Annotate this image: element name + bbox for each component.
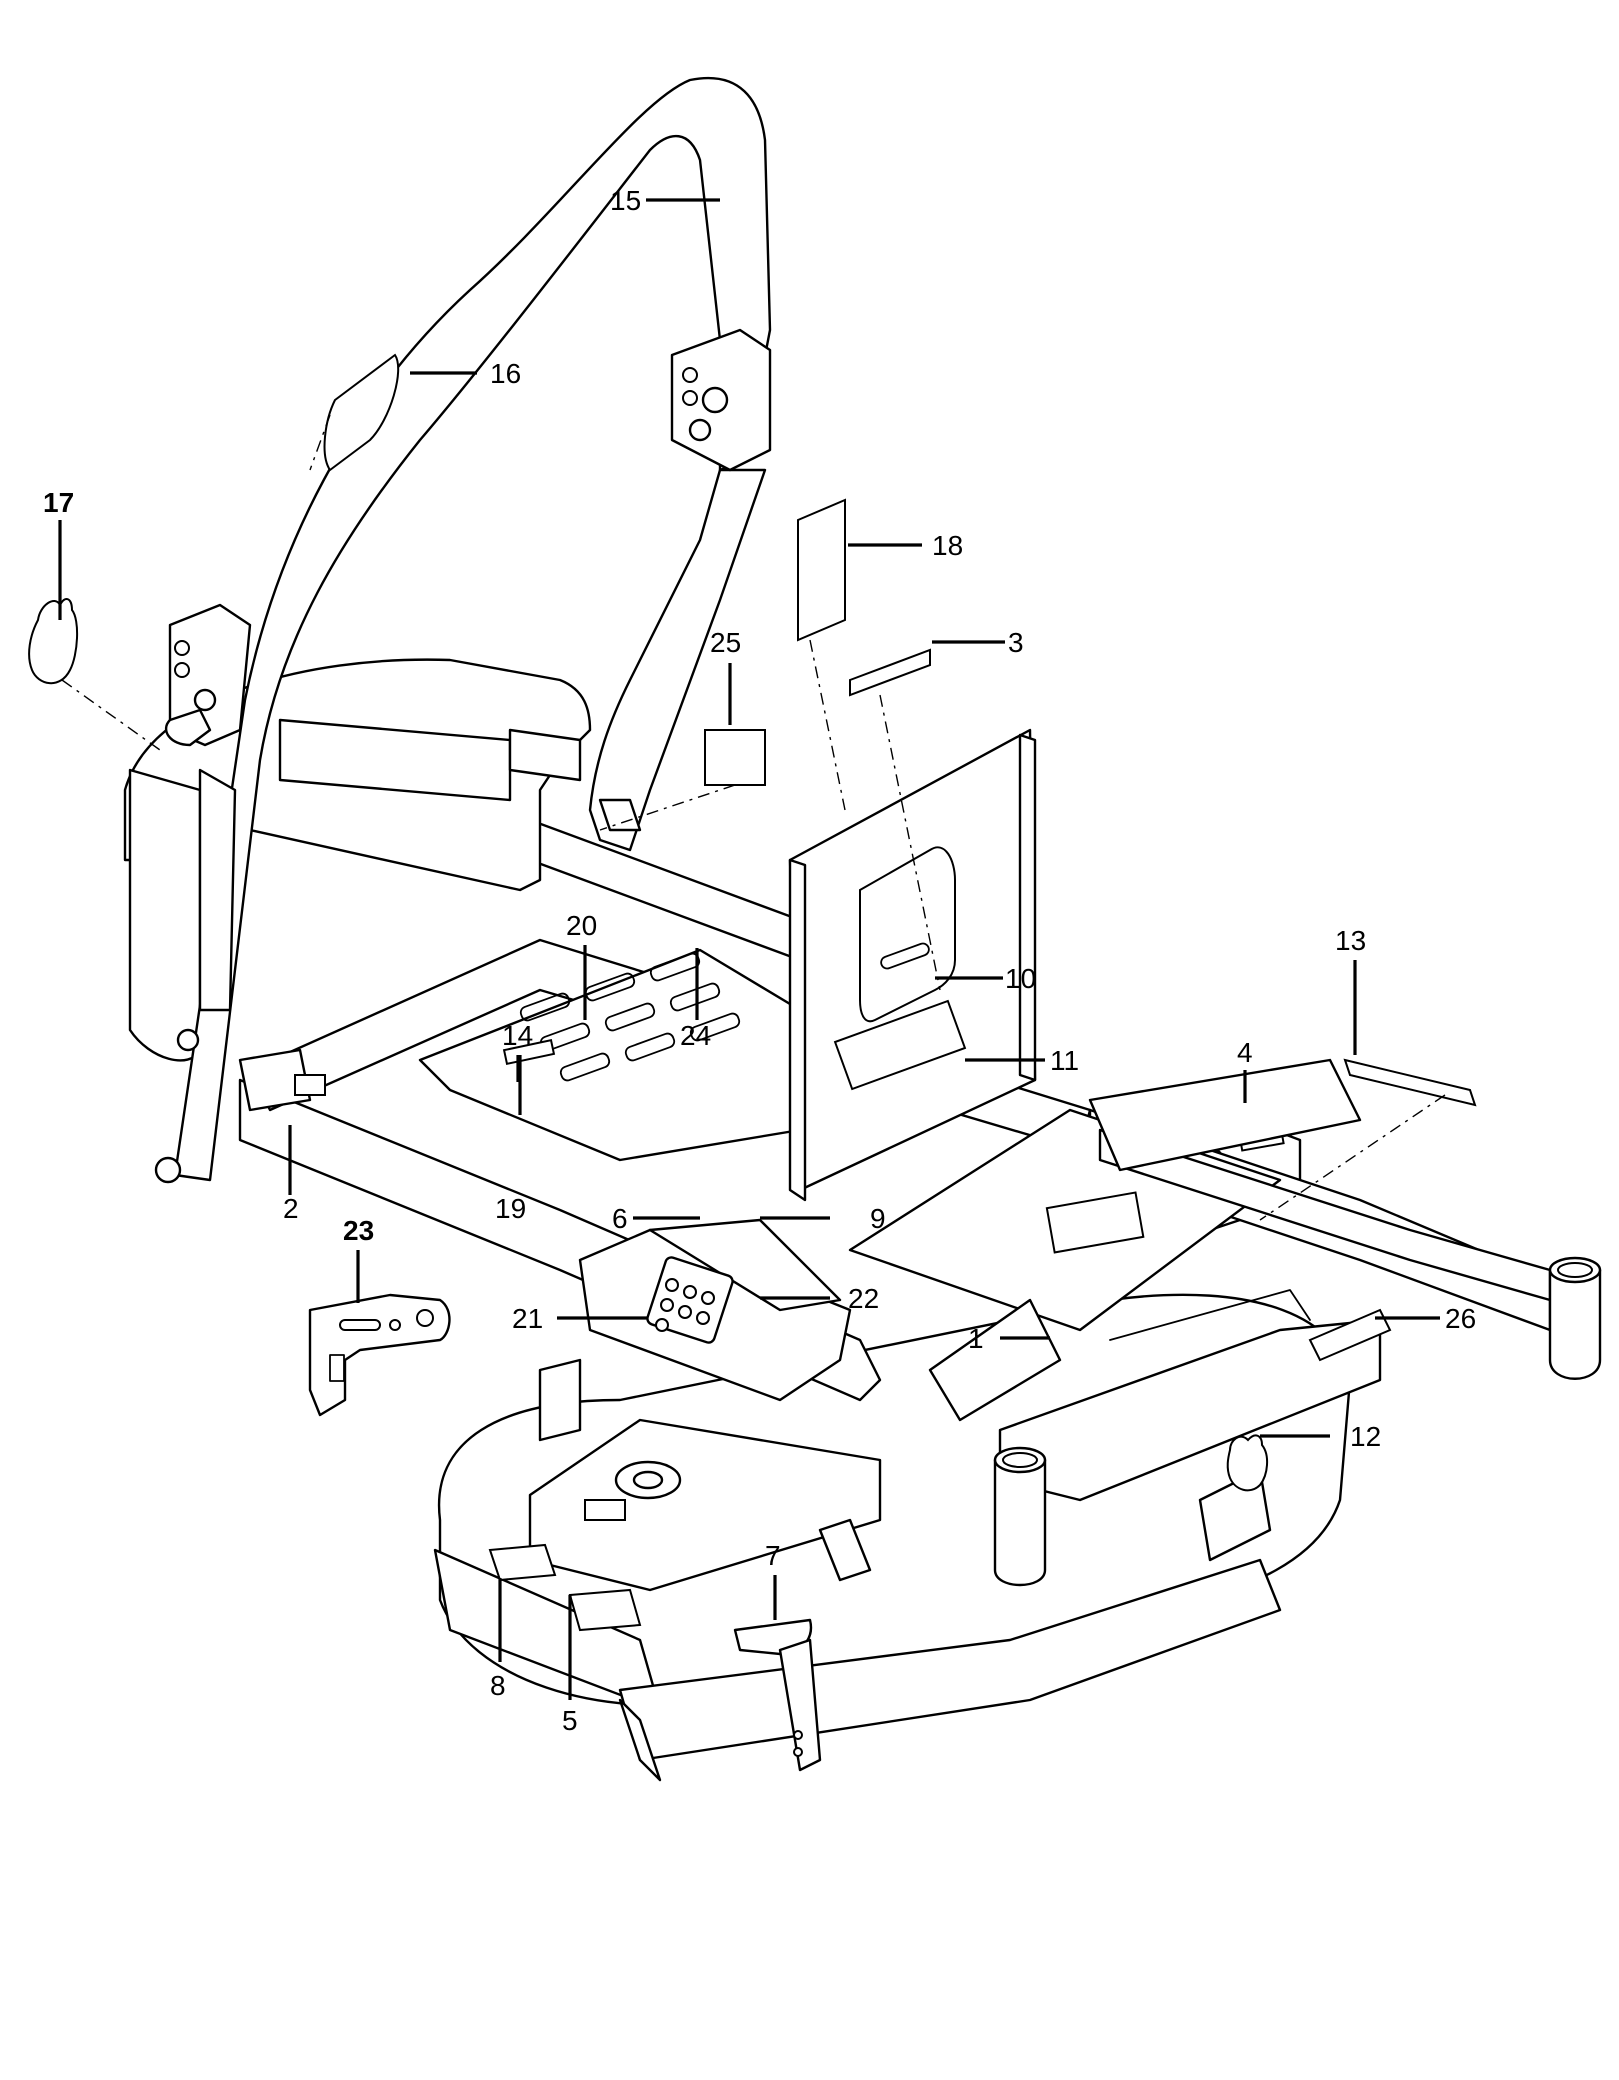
decal-23-bracket	[308, 1293, 451, 1417]
callout-19: 19	[495, 1193, 526, 1224]
callout-11: 11	[1050, 1045, 1079, 1076]
decal-17-seal	[28, 598, 79, 685]
callout-15: 15	[610, 185, 641, 216]
left-spindle-cover	[528, 1418, 882, 1592]
callout-8: 8	[490, 1670, 506, 1701]
front-caster-left	[993, 1446, 1047, 1587]
rops-roll-bar	[154, 76, 772, 1184]
control-panel	[578, 1218, 852, 1402]
decal-3	[849, 648, 931, 697]
callout-10: 10	[1005, 963, 1036, 994]
decal-13	[1343, 1058, 1477, 1107]
explosion-lines	[61, 414, 1446, 1221]
callout-26: 26	[1445, 1303, 1476, 1334]
callout-22: 22	[848, 1283, 879, 1314]
callout-9: 9	[870, 1203, 886, 1234]
callout-1: 1	[968, 1323, 984, 1354]
callout-2: 2	[283, 1193, 299, 1224]
front-caster-right	[1548, 1256, 1602, 1380]
callout-3: 3	[1008, 627, 1024, 658]
callout-labels: 15 16 17 18 3 25 10 11 13 4 20 14 24 19 …	[43, 185, 1476, 1736]
callout-12: 12	[1350, 1421, 1381, 1452]
callout-23: 23	[343, 1215, 374, 1246]
decal-12-seal	[1226, 1434, 1268, 1492]
callout-20: 20	[566, 910, 597, 941]
callout-6: 6	[612, 1203, 628, 1234]
latch-bracket-7	[733, 1618, 822, 1772]
decal-18	[797, 498, 846, 642]
callout-21: 21	[512, 1303, 543, 1334]
callout-5: 5	[562, 1705, 578, 1736]
callout-17: 17	[43, 487, 74, 518]
seat-mount-plate	[788, 728, 1037, 1202]
callout-7: 7	[765, 1540, 781, 1571]
decal-25	[704, 729, 766, 786]
callout-25: 25	[710, 627, 741, 658]
right-deck-decal-26	[1308, 1308, 1392, 1362]
callout-18: 18	[932, 530, 963, 561]
callout-13: 13	[1335, 925, 1366, 956]
callout-4: 4	[1237, 1037, 1253, 1068]
callout-14: 14	[502, 1020, 533, 1051]
callout-16: 16	[490, 358, 521, 389]
left-side-panel	[198, 768, 326, 1112]
leader-lines	[58, 198, 1440, 1700]
callout-24: 24	[680, 1020, 711, 1051]
right-bracket-handle	[538, 1358, 1272, 1582]
front-bumper-decal-plate	[488, 1543, 642, 1632]
